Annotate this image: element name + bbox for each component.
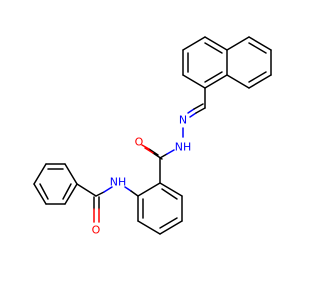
atom-oxygen-hydrazide: O [135,136,144,149]
atom-oxygen-amide: O [92,224,101,237]
amide-carbonyl-bond [93,196,100,223]
molecule-canvas: O NH [33,36,272,237]
atom-nh-hydrazide: NH [175,141,192,154]
central-ring [137,182,183,235]
benzoyl-ring [33,163,78,205]
bond-carbonyl-nh [95,186,113,197]
naphthalene-ring-left [182,36,228,89]
atom-nh-amide: NH [110,176,127,189]
hydrazide-carbonyl-bond [141,144,163,160]
naphthalene-ring-right [226,36,272,89]
molecule-structure: O NH [33,36,272,237]
bond-nh-ring [124,186,139,197]
bond-imine-double [187,103,206,118]
bond-ring-carbonyl-left [76,183,97,197]
atom-nitrogen-imine: N [179,114,187,127]
bond-carbonyl-nh-hydrazide [159,149,175,159]
